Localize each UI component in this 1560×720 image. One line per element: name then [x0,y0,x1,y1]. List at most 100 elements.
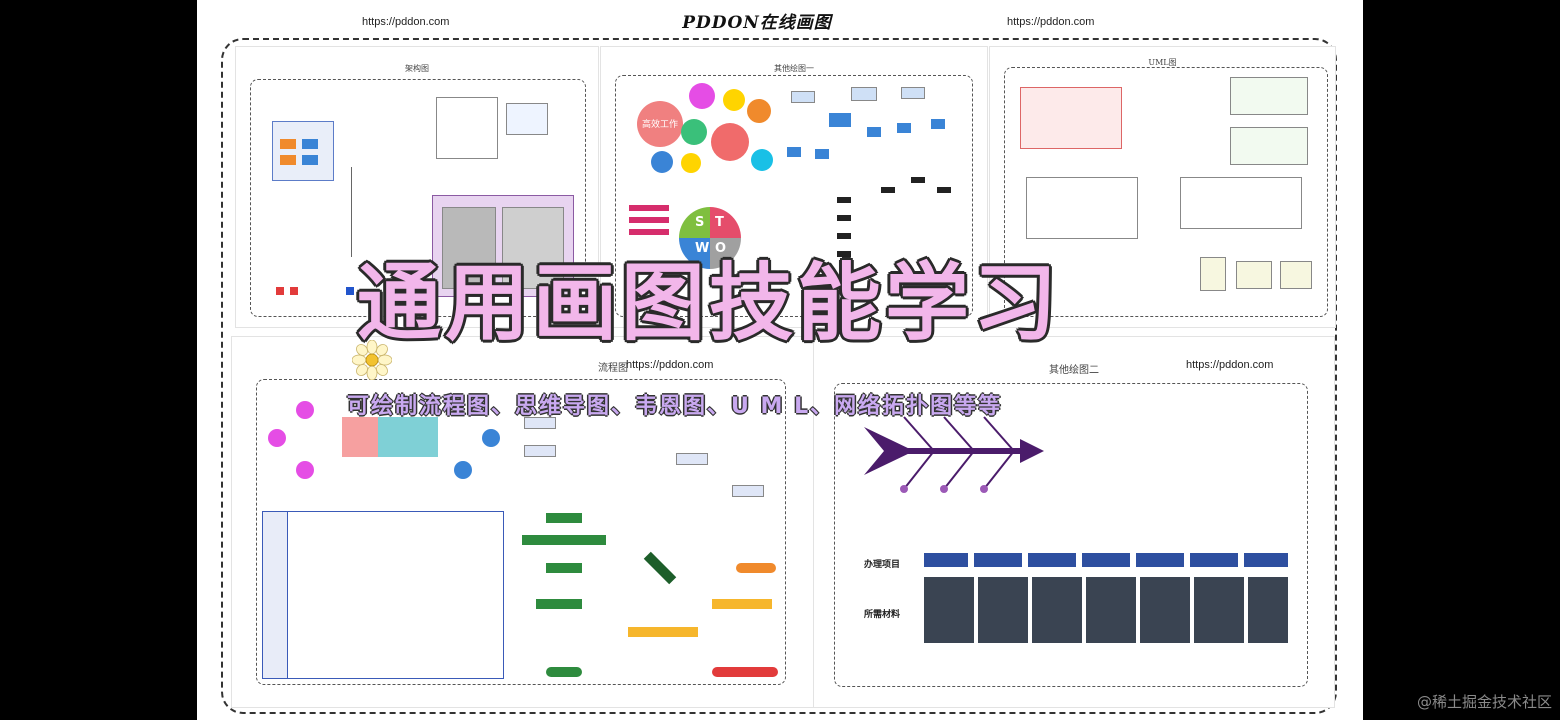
panel-title: 其他绘图二 [1049,365,1099,376]
panel-title: 其他绘图一 [774,64,814,73]
material-cell [978,577,1028,643]
fishbone-diagram [864,416,1044,493]
cycle-node [268,429,286,447]
mindmap-bubble [711,123,749,161]
mindmap-bubble [681,153,701,173]
tree-node [837,251,851,257]
arch-block [272,121,334,181]
swot-bar [629,205,669,211]
mindmap-bubble [723,89,745,111]
uml-component [1236,261,1272,289]
diagram-frame [256,379,786,685]
uml-class [1180,177,1302,229]
network-node [901,87,925,99]
network-node [897,123,911,133]
uml-state-group [1020,87,1122,149]
brand-title: PDDON在线画图 [682,13,832,33]
material-cell [924,577,974,643]
network-node [851,87,877,101]
material-cell [1140,577,1190,643]
panel-other-one: 其他绘图一 高效工作 S T W O [600,46,988,328]
tree-node [837,233,851,239]
mindmap-bubble [689,83,715,109]
panel-title: 架构图 [405,64,429,73]
panel-architecture: 架构图 [235,46,599,328]
swot-bar [629,217,669,223]
material-cell [1032,577,1082,643]
network-node [787,147,801,157]
swot-s: S [695,215,705,230]
process-step-header [1028,553,1076,567]
arch-node [280,139,296,149]
tree-node [837,197,851,203]
site-url-left[interactable]: https://pddon.com [362,16,450,28]
flow-green-step [536,599,582,609]
panel-title: 流程图 [598,363,628,374]
flow-step [524,445,556,457]
tree-node [937,187,951,193]
mindmap-center-label: 高效工作 [641,120,678,130]
overlay-headline: 通用画图技能学习 [357,254,1062,352]
panel-uml: UML图 [989,46,1336,328]
network-node [931,119,945,129]
arch-node [346,287,354,295]
arch-node [290,287,298,295]
swimlane [262,511,504,679]
mindmap-bubble [747,99,771,123]
poster-page: https://pddon.com PDDON在线画图 https://pddo… [197,0,1363,720]
material-cell [1086,577,1136,643]
process-step-header [1082,553,1130,567]
tree-node [911,177,925,183]
mindmap-bubble: 高效工作 [637,101,683,147]
process-header-label: 办理项目 [864,560,901,570]
uml-usecase [1230,77,1308,115]
arch-node [276,287,284,295]
flow-warning-step [712,599,772,609]
uml-component [1280,261,1312,289]
diagram-frame [250,79,586,317]
swot-w: W [695,241,710,256]
uml-usecase [1230,127,1308,165]
cycle-node [454,461,472,479]
process-step-header [924,553,968,567]
panel-url[interactable]: https://pddon.com [626,359,714,371]
network-node [815,149,829,159]
swot-bar [629,229,669,235]
flow-green-step [546,513,582,523]
flow-warning-step [628,627,698,637]
venn-right [378,417,438,457]
tree-node [881,187,895,193]
swot-wheel: S T W O [679,207,741,269]
arch-node [302,139,318,149]
diagram-frame [615,75,973,317]
flow-green-step [522,535,606,545]
connector [351,167,352,257]
mindmap-bubble [651,151,673,173]
uml-component [1200,257,1226,291]
mindmap-bubble [681,119,707,145]
arch-node [302,155,318,165]
swot-o: O [715,241,727,256]
process-step-header [1136,553,1184,567]
diagram-frame [1004,67,1328,317]
diagram-frame [834,383,1308,687]
arch-node [280,155,296,165]
tree-spine [871,187,885,327]
flow-green-step [546,563,582,573]
panel-title: UML图 [1148,58,1177,67]
flow-step [524,417,556,429]
cycle-node [296,401,314,419]
flow-step [732,485,764,497]
site-url-right[interactable]: https://pddon.com [1007,16,1095,28]
overlay-subline: 可绘制流程图、思维导图、韦恩图、U M L、网络拓扑图等等 [347,394,1003,419]
panel-url[interactable]: https://pddon.com [1186,359,1274,371]
cycle-node [482,429,500,447]
process-step-header [1244,553,1288,567]
arch-layer [502,207,564,289]
site-watermark: @稀土掘金技术社区 [1416,693,1552,711]
flow-terminal-end [712,667,778,677]
flow-terminal [546,667,582,677]
swot-t: T [715,215,724,230]
flow-step [676,453,708,465]
arch-block [506,103,548,135]
